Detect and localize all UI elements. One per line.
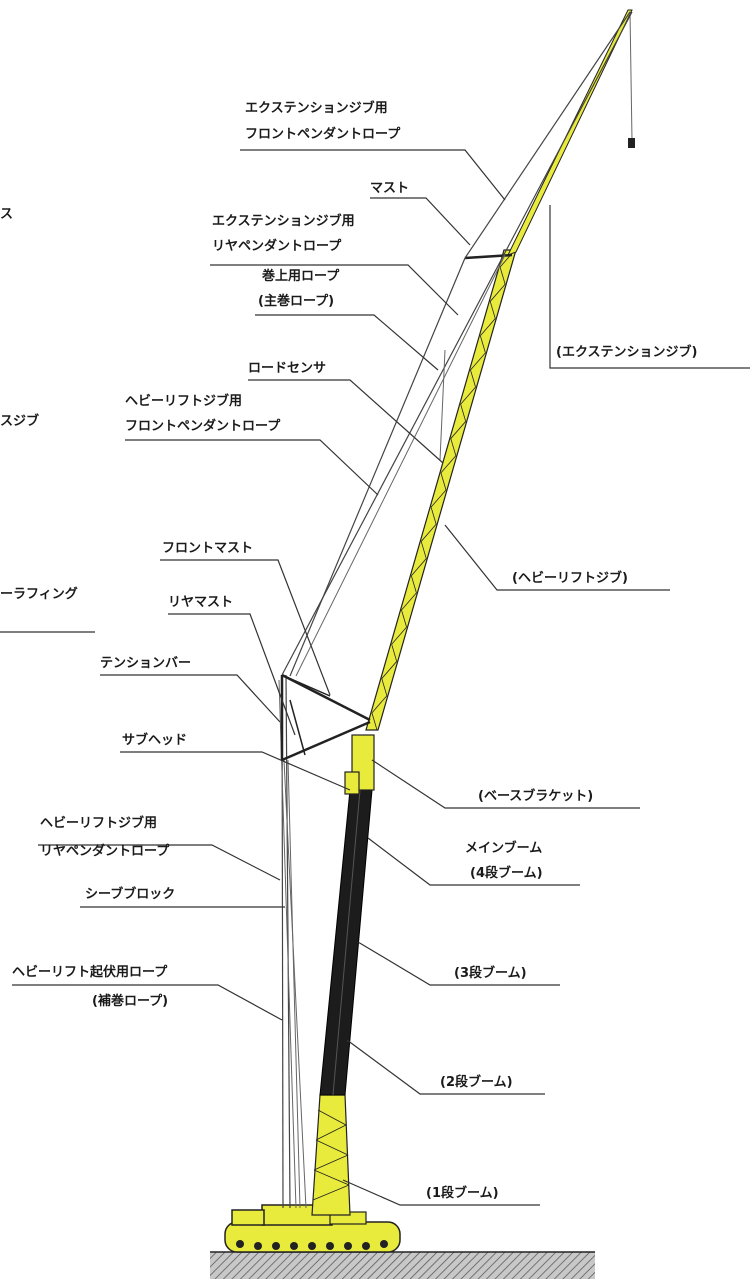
jib-truss-member — [440, 455, 457, 474]
label-cut-left-1: ス — [0, 207, 13, 222]
label-tension-bar: テンションバー — [100, 656, 191, 671]
label-hl-rear-pendant-2: リヤペンダントロープ — [40, 843, 170, 859]
label-hoist-rope-2: (主巻ロープ) — [258, 293, 334, 309]
label-hl-front-pendant-2: フロントペンダントロープ — [125, 418, 281, 434]
jib-truss-member — [371, 712, 378, 731]
label-extension-jib: (エクステンションジブ) — [556, 344, 698, 360]
label-sub-head: サブヘッド — [122, 732, 187, 748]
label-base-bracket: (ベースブラケット) — [478, 788, 593, 804]
jib-truss-member — [430, 507, 437, 525]
label-hoist-rope-1: 巻上用ロープ — [261, 268, 340, 284]
label-load-sensor: ロードセンサ — [248, 361, 326, 376]
labels: エクステンションジブ用 フロントペンダントロープ マスト エクステンションジブ用… — [0, 100, 698, 1201]
label-cut-left-3: ーラフィング — [0, 586, 78, 602]
jib-truss-member — [410, 575, 417, 593]
jib-truss-member — [411, 558, 427, 576]
label-hl-luffing-rope-1: ヘビーリフト起伏用ロープ — [12, 964, 168, 980]
masts — [280, 673, 371, 762]
jib-truss-member — [470, 352, 486, 371]
label-hl-rear-pendant-1: ヘビーリフトジブ用 — [40, 815, 157, 831]
label-heavy-lift-jib: (ヘビーリフトジブ) — [512, 570, 628, 586]
jib-truss-member — [479, 335, 486, 353]
hook — [628, 138, 635, 148]
pendant-ropes — [281, 11, 633, 677]
label-ext-rear-pendant-1: エクステンションジブ用 — [212, 213, 355, 229]
jib-truss-member — [401, 592, 417, 611]
label-mast: マスト — [370, 181, 409, 196]
jib-truss-member — [480, 318, 496, 336]
jib-truss-member — [381, 661, 398, 679]
label-sheave-block: シーブブロック — [85, 886, 175, 902]
jib-truss-member — [391, 626, 407, 645]
jib-truss-member — [420, 524, 437, 542]
leader-lines — [0, 149, 750, 1206]
label-hl-luffing-rope-2: (補巻ロープ) — [92, 993, 168, 1009]
jib-truss-member — [401, 609, 407, 628]
label-main-boom-2: (4段ブーム) — [470, 865, 543, 881]
label-boom-1: (1段ブーム) — [426, 1185, 499, 1201]
jib-truss-member — [470, 369, 476, 388]
label-ext-front-pendant-2: フロントペンダントロープ — [245, 126, 401, 142]
jib-truss-member — [460, 404, 467, 422]
boom-1 — [311, 1094, 351, 1216]
label-boom-2: (2段ブーム) — [440, 1074, 513, 1090]
jib-truss-member — [371, 695, 388, 714]
label-boom-3: (3段ブーム) — [454, 965, 527, 981]
jib-truss-member — [450, 438, 457, 456]
jib-truss-member — [430, 489, 447, 508]
jib-truss-member — [391, 644, 398, 662]
jib-truss-member — [420, 541, 427, 559]
sub-head — [344, 771, 360, 795]
label-ext-rear-pendant-2: リヤペンダントロープ — [212, 238, 342, 254]
ground — [210, 1252, 595, 1279]
label-hl-front-pendant-1: ヘビーリフトジブ用 — [125, 393, 242, 409]
jib-truss-member — [499, 267, 506, 285]
jib-truss-member — [489, 284, 506, 302]
jib-truss-member — [460, 386, 476, 405]
jib-truss-member — [489, 301, 496, 319]
label-ext-front-pendant-1: エクステンションジブ用 — [245, 100, 388, 116]
crawler-carrier — [224, 1204, 401, 1253]
label-front-mast: フロントマスト — [162, 541, 253, 556]
jib-truss-member — [450, 421, 467, 439]
ext-mast — [464, 253, 513, 260]
rear-ropes — [278, 674, 307, 1209]
label-main-boom-1: メインブーム — [465, 840, 542, 856]
label-cut-left-2: スジブ — [0, 413, 39, 429]
jib-truss-member — [440, 472, 447, 491]
jib-truss-member — [381, 678, 388, 696]
label-rear-mast: リヤマスト — [168, 595, 233, 610]
